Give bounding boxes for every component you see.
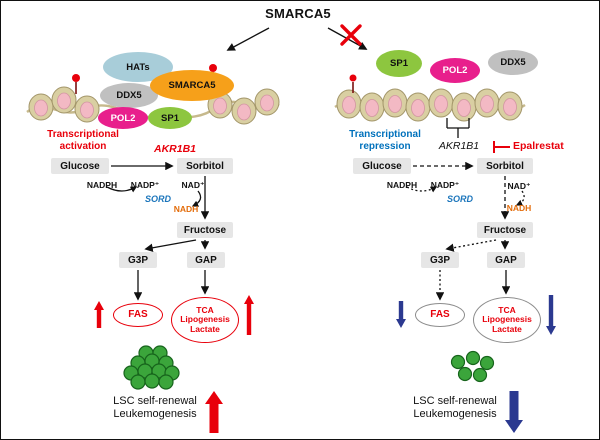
sp1-ellipse-right: SP1 bbox=[376, 50, 422, 77]
sord-label-right: SORD bbox=[446, 194, 473, 204]
smarca5-ellipse: SMARCA5 bbox=[150, 70, 234, 101]
smarca5-title: SMARCA5 bbox=[265, 6, 331, 21]
sord-label-left: SORD bbox=[144, 194, 171, 204]
g3p-label-right: G3P bbox=[429, 254, 450, 266]
gap-box-right: GAP bbox=[487, 252, 525, 268]
tca-label-left: TCA bbox=[196, 304, 214, 315]
fas-oval-left: FAS bbox=[113, 303, 163, 327]
sp1-label-right: SP1 bbox=[390, 58, 408, 69]
fructose-label-left: Fructose bbox=[183, 224, 227, 236]
lsc-cell-cluster-right bbox=[450, 350, 495, 383]
pathway-arrows-left bbox=[106, 161, 210, 301]
chromatin-left bbox=[26, 86, 280, 125]
tca-oval-left: TCA Lipogenesis Lactate bbox=[171, 297, 239, 343]
pol2-ellipse-right: POL2 bbox=[430, 58, 480, 83]
g3p-box-left: G3P bbox=[119, 252, 157, 268]
tca-oval-right: TCA Lipogenesis Lactate bbox=[473, 297, 541, 343]
nadph-label-right: NADPH bbox=[386, 180, 418, 190]
g3p-box-right: G3P bbox=[421, 252, 459, 268]
lsc-self-renewal-right: LSC self-renewal bbox=[413, 395, 497, 407]
ddx5-ellipse-left: DDX5 bbox=[100, 83, 158, 108]
sorbitol-box-left: Sorbitol bbox=[177, 158, 233, 174]
tca-down-arrow bbox=[546, 295, 556, 335]
sp1-label-left: SP1 bbox=[161, 112, 179, 124]
pol2-label-left: POL2 bbox=[110, 112, 136, 124]
methylation-mark-icon-right bbox=[349, 74, 357, 93]
fructose-label-right: Fructose bbox=[483, 224, 527, 236]
lsc-self-renewal-left: LSC self-renewal bbox=[113, 395, 197, 407]
leukemogenesis-down-arrow bbox=[505, 391, 523, 433]
pathway-arrows-right bbox=[406, 161, 525, 301]
tca-up-arrow bbox=[244, 295, 254, 335]
smarca5-label: SMARCA5 bbox=[168, 80, 216, 91]
red-x-icon bbox=[340, 24, 362, 46]
ddx5-ellipse-right: DDX5 bbox=[488, 50, 538, 75]
pol2-label-right: POL2 bbox=[442, 65, 468, 76]
sorbitol-box-right: Sorbitol bbox=[477, 158, 533, 174]
fas-oval-right: FAS bbox=[415, 303, 465, 327]
leukemogenesis-left: Leukemogenesis bbox=[113, 407, 197, 420]
lipogenesis-label-right: Lipogenesis bbox=[482, 314, 532, 325]
akr1b1-gene-left: AKR1B1 bbox=[153, 143, 196, 155]
sorbitol-label-left: Sorbitol bbox=[186, 160, 224, 172]
epalrestat-inhibition-bar bbox=[493, 141, 510, 153]
transcription-repression-label: Transcriptional repression bbox=[349, 129, 421, 152]
glucose-box-right: Glucose bbox=[353, 158, 411, 174]
tca-label-right: TCA bbox=[498, 304, 516, 315]
gap-label-left: GAP bbox=[195, 254, 217, 266]
lsc-cell-cluster-left bbox=[123, 345, 180, 390]
fas-up-arrow bbox=[94, 301, 104, 328]
transcription-activation-label: Transcriptional activation bbox=[47, 129, 119, 152]
ddx5-label-right: DDX5 bbox=[500, 57, 526, 68]
repression-bracket bbox=[446, 118, 470, 138]
ddx5-label-left: DDX5 bbox=[116, 90, 142, 101]
glucose-box-left: Glucose bbox=[51, 158, 109, 174]
g3p-label-left: G3P bbox=[127, 254, 148, 266]
lactate-label-left: Lactate bbox=[190, 323, 220, 334]
nadp-label-left: NADP⁺ bbox=[130, 180, 160, 190]
hats-label: HATs bbox=[126, 61, 150, 73]
fas-label-right: FAS bbox=[430, 309, 450, 321]
nad-label-left: NAD⁺ bbox=[181, 180, 205, 190]
gap-label-right: GAP bbox=[495, 254, 517, 266]
pol2-ellipse-left: POL2 bbox=[98, 107, 148, 129]
gap-box-left: GAP bbox=[187, 252, 225, 268]
nadh-label-left: NADH bbox=[173, 204, 199, 214]
fructose-box-right: Fructose bbox=[477, 222, 533, 238]
lipogenesis-label-left: Lipogenesis bbox=[180, 314, 230, 325]
fas-down-arrow bbox=[396, 301, 406, 328]
fructose-box-left: Fructose bbox=[177, 222, 233, 238]
nadph-label-left: NADPH bbox=[86, 180, 118, 190]
nadh-label-right: NADH bbox=[506, 203, 532, 213]
nad-label-right: NAD⁺ bbox=[507, 181, 531, 191]
akr1b1-gene-right: AKR1B1 bbox=[438, 140, 480, 152]
glucose-label-right: Glucose bbox=[362, 160, 402, 172]
fas-label-left: FAS bbox=[128, 309, 148, 321]
sp1-ellipse-left: SP1 bbox=[148, 107, 192, 129]
leukemogenesis-right: Leukemogenesis bbox=[413, 407, 497, 420]
leukemogenesis-up-arrow bbox=[205, 391, 223, 433]
lactate-label-right: Lactate bbox=[492, 323, 522, 334]
footer-left: LSC self-renewal Leukemogenesis bbox=[103, 395, 207, 420]
sorbitol-label-right: Sorbitol bbox=[486, 160, 524, 172]
arrow-smarca5-to-left bbox=[226, 27, 270, 51]
glucose-label-left: Glucose bbox=[60, 160, 100, 172]
chromatin-right bbox=[334, 88, 526, 122]
footer-right: LSC self-renewal Leukemogenesis bbox=[403, 395, 507, 420]
epalrestat-label: Epalrestat bbox=[513, 140, 564, 152]
nadp-label-right: NADP⁺ bbox=[430, 180, 460, 190]
